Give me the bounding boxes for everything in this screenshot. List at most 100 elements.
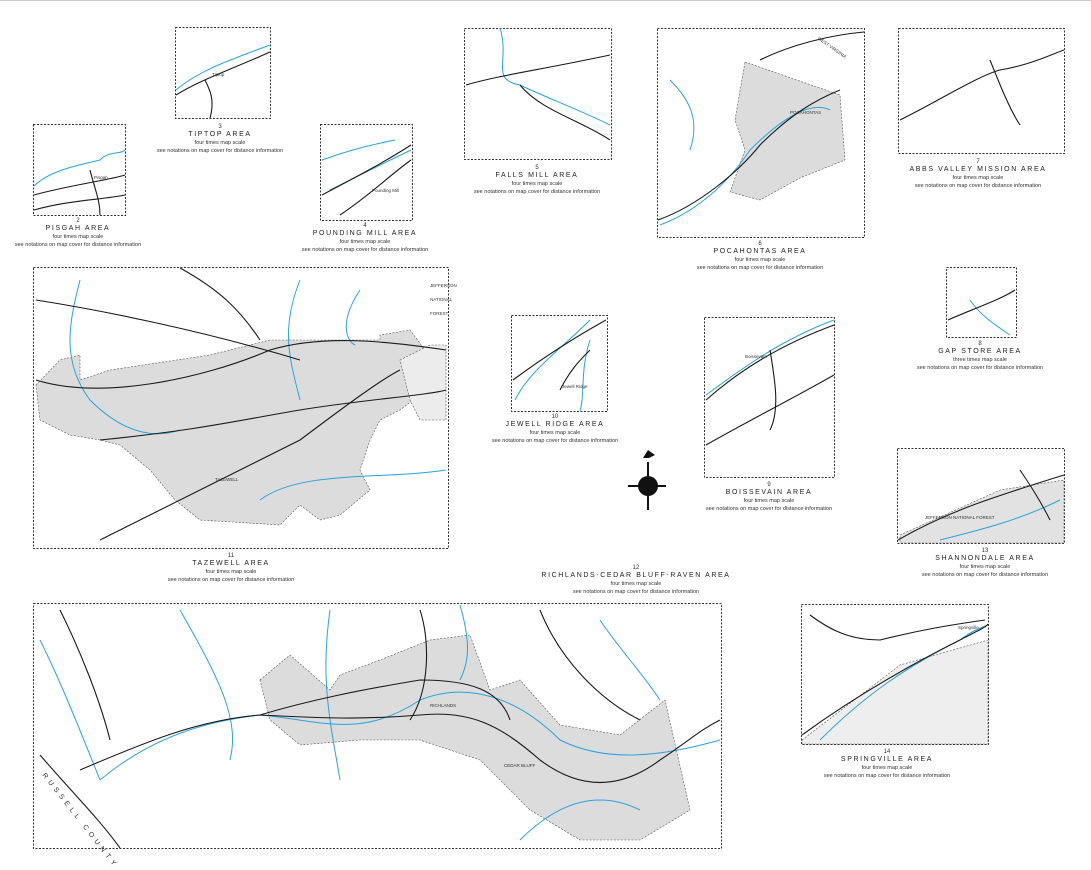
road-pocahontas xyxy=(657,31,865,221)
forest-area-tazewell xyxy=(399,344,447,421)
caption-note: see notations on map cover for distance … xyxy=(921,572,1049,578)
caption-scale: four times map scale xyxy=(743,498,795,504)
caption-title: RICHLANDS-CEDAR BLUFF-RAVEN AREA xyxy=(541,572,731,579)
river-boissevain xyxy=(705,319,835,396)
caption-richlands: 12 RICHLANDS-CEDAR BLUFF-RAVEN AREA four… xyxy=(541,564,730,596)
river-richlands-3 xyxy=(519,619,661,841)
label-cedar-bluff: CEDAR BLUFF xyxy=(504,763,536,768)
inset-frame-richlands xyxy=(33,603,722,849)
label-jefferson: JEFFERSON xyxy=(430,283,457,288)
caption-number: 3 xyxy=(218,124,222,130)
caption-pounding-mill: 4 POUNDING MILL AREA four times map scal… xyxy=(302,222,428,254)
label-forest: FOREST xyxy=(430,311,449,316)
caption-abbs-valley: 7 ABBS VALLEY MISSION AREA four times ma… xyxy=(910,158,1047,190)
inset-frame-boissevain xyxy=(704,317,835,478)
road-shannondale xyxy=(897,469,1065,541)
map-sheet xyxy=(33,27,1065,849)
label-boissevain: Boissevain xyxy=(745,354,767,359)
caption-note: see notations on map cover for distance … xyxy=(301,247,429,253)
forest-area-springville xyxy=(801,639,989,745)
road-jewell-ridge xyxy=(512,319,607,391)
inset-frame-shannondale xyxy=(897,448,1065,544)
label-shannondale-forest: JEFFERSON NATIONAL FOREST xyxy=(925,515,995,520)
caption-number: 11 xyxy=(227,553,235,559)
caption-number: 10 xyxy=(551,414,559,420)
river-shannondale xyxy=(939,499,1061,541)
road-pisgah xyxy=(33,169,126,216)
river-tiptop xyxy=(175,44,271,91)
caption-scale: four times map scale xyxy=(339,239,391,245)
caption-number: 14 xyxy=(883,749,891,755)
caption-falls-mill: 5 FALLS MILL AREA four times map scale s… xyxy=(474,164,600,196)
river-jewell-ridge xyxy=(514,319,591,412)
river-tazewell-3 xyxy=(287,279,361,401)
caption-note: see notations on map cover for distance … xyxy=(167,577,295,583)
road-gap-store xyxy=(947,289,1016,321)
caption-gap-store: 8 GAP STORE AREA three times map scale s… xyxy=(917,340,1043,372)
caption-note: see notations on map cover for distance … xyxy=(14,242,142,248)
inset-frame-pocahontas xyxy=(657,28,865,238)
river-falls-mill xyxy=(499,27,611,126)
page-edge xyxy=(0,0,1091,1)
road-tazewell-bypass xyxy=(99,389,447,441)
caption-note: see notations on map cover for distance … xyxy=(914,183,1042,189)
forest-area-shannondale xyxy=(899,479,1065,544)
river-gap-store xyxy=(969,299,1011,336)
caption-title: TAZEWELL AREA xyxy=(192,560,270,567)
road-tazewell-main xyxy=(35,340,447,389)
caption-scale: four times map scale xyxy=(511,181,563,187)
caption-scale: four times map scale xyxy=(52,234,104,240)
inset-frame-tazewell xyxy=(33,267,449,549)
river-pocahontas xyxy=(659,79,831,226)
road-falls-mill xyxy=(465,54,611,141)
caption-title: ABBS VALLEY MISSION AREA xyxy=(909,166,1047,173)
caption-number: 7 xyxy=(976,159,980,165)
caption-title: GAP STORE AREA xyxy=(938,348,1022,355)
label-pisgah: Pisgah xyxy=(94,175,108,180)
caption-tiptop: 3 TIPTOP AREA four times map scale see n… xyxy=(157,123,283,155)
caption-note: see notations on map cover for distance … xyxy=(156,148,284,154)
caption-number: 4 xyxy=(363,223,367,229)
label-jewell-ridge: Jewell Ridge xyxy=(562,384,588,389)
caption-pisgah: 2 PISGAH AREA four times map scale see n… xyxy=(15,217,141,249)
caption-title: POCAHONTAS AREA xyxy=(713,248,807,255)
inset-frame-falls-mill xyxy=(464,28,612,160)
caption-title: PISGAH AREA xyxy=(45,225,111,232)
caption-scale: four times map scale xyxy=(734,257,786,263)
road-boissevain xyxy=(705,324,835,446)
caption-title: POUNDING MILL AREA xyxy=(312,230,418,237)
caption-scale: three times map scale xyxy=(953,357,1007,363)
caption-scale: four times map scale xyxy=(205,569,257,575)
river-pisgah xyxy=(33,149,126,187)
caption-number: 8 xyxy=(978,341,982,347)
caption-note: see notations on map cover for distance … xyxy=(696,265,824,271)
urban-area-pocahontas xyxy=(729,61,846,201)
road-richlands-n xyxy=(59,609,641,741)
inset-frame-gap-store xyxy=(946,267,1017,338)
caption-title: JEWELL RIDGE AREA xyxy=(505,421,605,428)
caption-tazewell: 11 TAZEWELL AREA four times map scale se… xyxy=(168,552,294,584)
caption-number: 12 xyxy=(632,565,640,571)
road-pounding-mill xyxy=(321,144,412,216)
inset-frame-abbs-valley xyxy=(898,28,1065,154)
caption-number: 2 xyxy=(76,218,80,224)
caption-title: FALLS MILL AREA xyxy=(495,172,579,179)
caption-note: see notations on map cover for distance … xyxy=(572,589,700,595)
road-richlands-main xyxy=(79,713,721,784)
label-tazewell: TAZEWELL xyxy=(215,477,239,482)
road-tazewell-diag xyxy=(35,267,301,361)
caption-boissevain: 9 BOISSEVAIN AREA four times map scale s… xyxy=(706,481,832,513)
river-tazewell-2 xyxy=(259,469,447,501)
road-richlands-460 xyxy=(259,679,511,721)
caption-title: BOISSEVAIN AREA xyxy=(725,489,813,496)
inset-frame-tiptop xyxy=(175,27,271,119)
caption-number: 9 xyxy=(767,482,771,488)
inset-frame-springville xyxy=(801,604,989,745)
inset-frame-pounding-mill xyxy=(320,124,413,221)
caption-note: see notations on map cover for distance … xyxy=(916,365,1044,371)
label-richlands: RICHLANDS xyxy=(430,703,457,708)
caption-jewell-ridge: 10 JEWELL RIDGE AREA four times map scal… xyxy=(492,413,618,445)
urban-area-tazewell xyxy=(35,329,426,526)
road-tazewell-19 xyxy=(99,369,401,541)
label-pounding-mill: Pounding Mill xyxy=(372,188,400,193)
